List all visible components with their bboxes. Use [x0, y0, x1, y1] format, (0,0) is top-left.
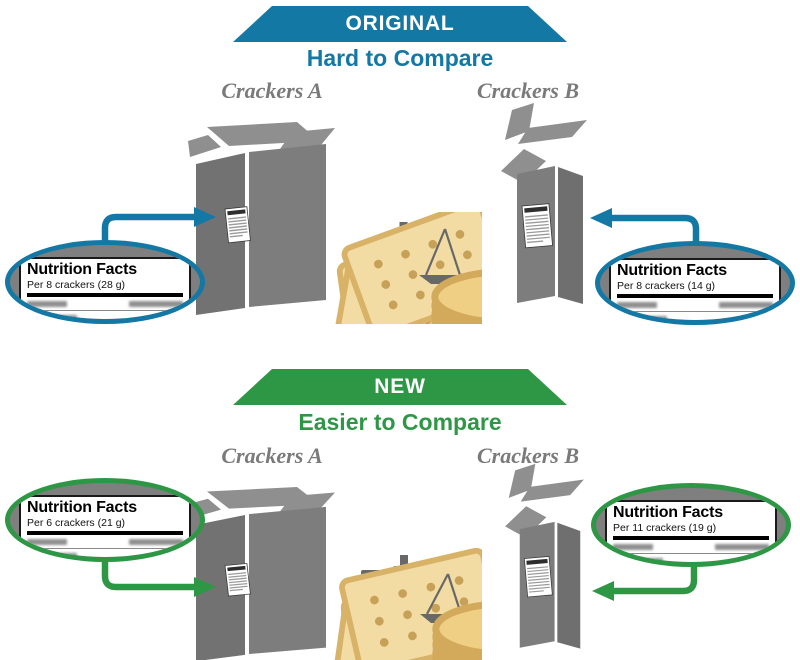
- redacted-row: [613, 544, 769, 551]
- balanced-scale-icon: [330, 548, 482, 660]
- product-name-crackers-a: Crackers A: [221, 78, 323, 103]
- nutrition-callout-b: Nutrition Facts Per 8 crackers (14 g): [595, 241, 795, 325]
- redacted-row: [27, 301, 183, 308]
- redacted-row: [617, 316, 773, 320]
- section-original: ORIGINAL Hard to Compare Crackers A Crac…: [5, 6, 795, 325]
- serving-size-text: Per 8 crackers (28 g): [27, 279, 126, 292]
- original-subtitle: Hard to Compare: [306, 45, 494, 71]
- nutrition-facts-title: Nutrition Facts: [617, 262, 727, 279]
- new-banner: NEW: [233, 369, 567, 405]
- serving-size-text: Per 8 crackers (14 g): [617, 280, 716, 293]
- label-hairline: [27, 310, 183, 312]
- section-new: NEW Easier to Compare Crackers A Cracker…: [0, 363, 800, 660]
- cracker-box-a-graphic: [188, 478, 338, 660]
- product-name-crackers-b: Crackers B: [476, 78, 580, 103]
- cracker-box-a-graphic: [188, 112, 338, 317]
- label-hairline: [27, 548, 183, 550]
- new-banner-label: NEW: [374, 375, 426, 398]
- label-thick-rule: [27, 293, 183, 298]
- nutrition-label-b: Nutrition Facts Per 8 crackers (14 g): [609, 258, 781, 320]
- nutrition-facts-title: Nutrition Facts: [27, 499, 137, 516]
- label-thick-rule: [613, 536, 769, 541]
- nutrition-facts-title: Nutrition Facts: [27, 261, 137, 278]
- product-name-crackers-a: Crackers A: [221, 443, 323, 468]
- serving-size-text: Per 11 crackers (19 g): [613, 522, 717, 535]
- unbalanced-scale-icon: [330, 212, 482, 324]
- label-hairline: [617, 311, 773, 313]
- label-thick-rule: [27, 531, 183, 536]
- serving-size-text: Per 6 crackers (21 g): [27, 517, 126, 530]
- nutrition-facts-title: Nutrition Facts: [613, 504, 723, 521]
- redacted-row: [617, 302, 773, 309]
- cracker-box-b-graphic: [478, 102, 598, 312]
- original-banner: ORIGINAL: [233, 6, 567, 42]
- new-subtitle: Easier to Compare: [298, 409, 502, 435]
- nutrition-callout-a: Nutrition Facts Per 8 crackers (28 g): [5, 240, 205, 324]
- nutrition-label-a: Nutrition Facts Per 8 crackers (28 g): [19, 257, 191, 319]
- redacted-row: [27, 553, 183, 557]
- redacted-row: [613, 558, 769, 562]
- product-name-crackers-b: Crackers B: [476, 443, 580, 468]
- label-thick-rule: [617, 294, 773, 299]
- label-hairline: [613, 553, 769, 555]
- nutrition-callout-a: Nutrition Facts Per 6 crackers (21 g): [5, 478, 205, 562]
- nutrition-label-a: Nutrition Facts Per 6 crackers (21 g): [19, 495, 191, 557]
- cracker-box-b-graphic: [484, 463, 594, 656]
- nutrition-callout-b: Nutrition Facts Per 11 crackers (19 g): [591, 483, 791, 567]
- redacted-row: [27, 315, 183, 319]
- original-banner-label: ORIGINAL: [345, 12, 455, 35]
- nutrition-label-b: Nutrition Facts Per 11 crackers (19 g): [605, 500, 777, 562]
- redacted-row: [27, 539, 183, 546]
